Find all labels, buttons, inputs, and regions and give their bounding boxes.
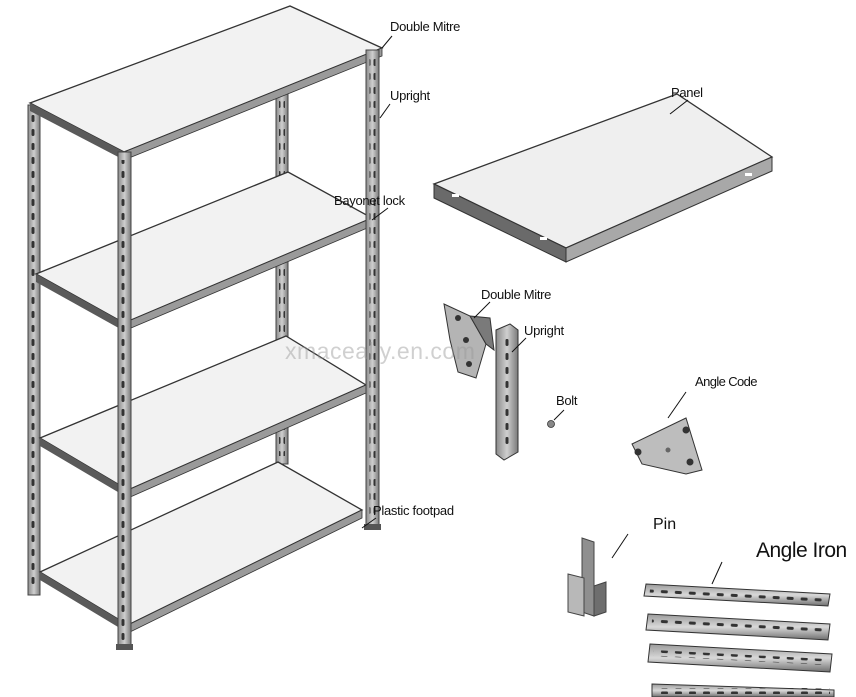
label-angle-iron: Angle Iron	[756, 539, 847, 562]
label-upright: Upright	[390, 88, 430, 103]
label-bolt: Bolt	[556, 393, 578, 408]
leader-angle-iron	[711, 561, 723, 585]
shelf-2	[34, 171, 374, 332]
pin-part	[567, 537, 607, 617]
leader-angle-code	[667, 391, 687, 419]
double-mitre-part	[443, 303, 495, 379]
label-angle-code: Angle Code	[695, 374, 758, 389]
angle-iron	[647, 643, 833, 673]
leader-upright	[379, 103, 391, 119]
angle-iron	[645, 613, 831, 641]
leader-lines	[361, 35, 723, 585]
label-bayonet-lock: Bayonet lock	[334, 193, 405, 208]
upright-part	[495, 323, 519, 461]
leader-double-mitre	[381, 35, 393, 49]
shelving-unit	[27, 5, 384, 650]
leader-double-mitre-part	[473, 301, 491, 319]
leader-panel	[669, 99, 689, 115]
leader-plastic-footpad	[361, 517, 377, 529]
leader-bayonet-lock	[371, 207, 389, 221]
angle-iron	[643, 583, 831, 607]
label-double-mitre-part: Double Mitre	[481, 287, 552, 302]
label-upright-part: Upright	[524, 323, 564, 338]
footpad	[364, 524, 381, 530]
label-pin: Pin	[653, 516, 677, 533]
leader-pin	[611, 533, 629, 559]
shelf-bottom	[38, 461, 364, 634]
angle-code-part	[631, 417, 703, 475]
angle-iron-parts	[643, 583, 835, 697]
leader-upright-part	[511, 337, 527, 353]
watermark: xmaceally.en.com	[285, 338, 476, 364]
angle-iron	[651, 683, 835, 697]
panel-part	[432, 93, 774, 263]
label-plastic-footpad: Plastic footpad	[373, 503, 454, 518]
leader-bolt	[553, 409, 565, 421]
label-panel: Panel	[671, 85, 703, 100]
bolt-part	[547, 420, 555, 428]
shelf-top	[28, 5, 384, 161]
label-double-mitre: Double Mitre	[390, 19, 461, 34]
footpad	[116, 644, 133, 650]
